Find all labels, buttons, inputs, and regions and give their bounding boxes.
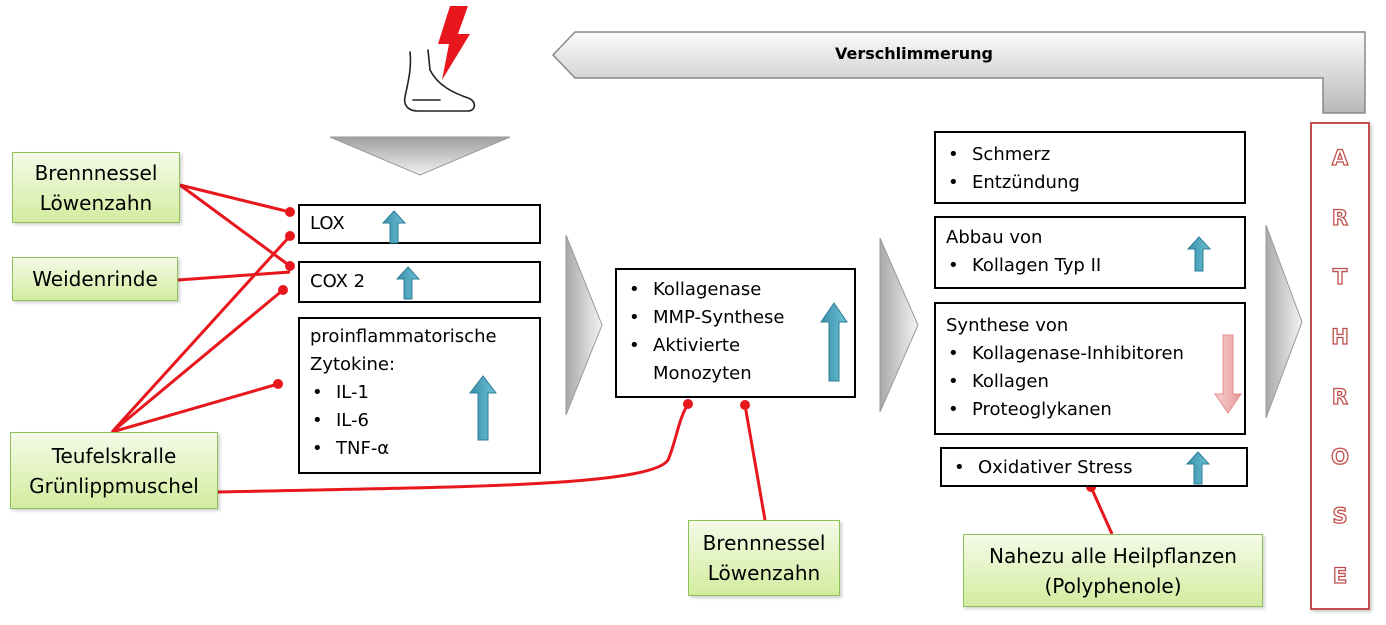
arthrose-letter: T: [1332, 265, 1348, 290]
cytokines-box: proinflammatorische Zytokine: IL-1 IL-6 …: [298, 317, 541, 474]
cytokines-title-1: proinflammatorische: [310, 326, 497, 347]
worsening-label: Verschlimmerung: [835, 44, 993, 63]
lox-label: LOX: [310, 213, 345, 234]
up-arrow-icon: [1187, 236, 1211, 272]
synthesis-box: Synthese von Kollagenase-Inhibitoren Kol…: [934, 302, 1246, 435]
list-item: Entzündung: [936, 169, 1244, 197]
synthesis-title: Synthese von: [946, 315, 1069, 336]
arthrose-letter: A: [1331, 145, 1349, 170]
down-arrow-icon: [1214, 334, 1242, 414]
list-item: Kollagen Typ II: [936, 252, 1244, 280]
up-arrow-icon: [820, 302, 848, 382]
plant-name: Brennnessel: [702, 531, 826, 555]
plant-name: Löwenzahn: [707, 561, 821, 585]
list-item-continuation: Monozyten: [653, 363, 752, 384]
symptoms-list: Schmerz Entzündung: [936, 141, 1244, 197]
list-item: Aktivierte: [617, 332, 854, 360]
plant-name: (Polyphenole): [1044, 573, 1182, 598]
connector-dots: [273, 207, 1096, 492]
plant-name: Weidenrinde: [32, 267, 158, 291]
plant-name: Nahezu alle Heilpflanzen: [989, 543, 1237, 568]
plant-box-brennnessel-top: Brennnessel Löwenzahn: [12, 152, 180, 223]
breakdown-list: Kollagen Typ II: [936, 252, 1244, 280]
cox2-label: COX 2: [310, 271, 366, 292]
list-item: Oxidativer Stress: [942, 454, 1246, 482]
up-arrow-icon: [1186, 451, 1210, 485]
arthrose-letter: H: [1331, 324, 1350, 350]
list-item: Kollagenase: [617, 276, 854, 304]
list-item: Schmerz: [936, 141, 1244, 169]
plant-box-teufelskralle: Teufelskralle Grünlippmuschel: [10, 432, 218, 509]
oxidative-list: Oxidativer Stress: [942, 454, 1246, 482]
plant-box-polyphenole: Nahezu alle Heilpflanzen (Polyphenole): [963, 534, 1263, 607]
symptoms-box: Schmerz Entzündung: [934, 131, 1246, 204]
cox2-box: COX 2: [298, 261, 541, 303]
foot-icon: [403, 49, 476, 112]
up-arrow-icon: [396, 266, 420, 300]
list-item: Kollagenase-Inhibitoren: [936, 340, 1244, 368]
arthrose-letter: S: [1332, 504, 1348, 529]
arthrose-letter: E: [1332, 563, 1348, 588]
right-chevron-3: [1265, 224, 1303, 419]
list-item: Kollagen: [936, 368, 1244, 396]
collagenase-box: Kollagenase MMP-Synthese Aktivierte Mono…: [615, 268, 856, 398]
right-chevron-1: [565, 234, 603, 416]
plant-name: Brennnessel: [34, 160, 158, 185]
plant-name: Teufelskralle: [51, 443, 177, 468]
breakdown-title: Abbau von: [946, 227, 1043, 248]
arthrose-letter: O: [1330, 444, 1349, 469]
breakdown-box: Abbau von Kollagen Typ II: [934, 216, 1246, 289]
lox-box: LOX: [298, 204, 541, 244]
arthrose-letter: R: [1331, 205, 1349, 230]
plant-name: Grünlippmuschel: [29, 473, 199, 498]
arthrose-letter: R: [1331, 384, 1349, 409]
right-chevron-2: [879, 237, 919, 413]
plant-box-weidenrinde: Weidenrinde: [12, 257, 178, 301]
list-item: Proteoglykanen: [936, 396, 1244, 424]
oxidative-box: Oxidativer Stress: [940, 447, 1248, 487]
list-item: IL-6: [300, 407, 539, 435]
down-chevron: [329, 136, 511, 176]
list-item: TNF-α: [300, 435, 539, 463]
list-item: IL-1: [300, 379, 539, 407]
cytokines-list: IL-1 IL-6 TNF-α: [300, 379, 539, 463]
plant-box-brennnessel-bottom: Brennnessel Löwenzahn: [688, 520, 840, 596]
arthrose-box: A R T H R O S E: [1310, 122, 1370, 610]
up-arrow-icon: [382, 210, 406, 244]
collagenase-list: Kollagenase MMP-Synthese Aktivierte Mono…: [617, 276, 854, 388]
lightning-icon: [438, 6, 470, 80]
worsening-arrow: [551, 31, 1366, 114]
up-arrow-icon: [469, 375, 497, 441]
plant-name: Löwenzahn: [39, 190, 153, 215]
list-item: MMP-Synthese: [617, 304, 854, 332]
synthesis-list: Kollagenase-Inhibitoren Kollagen Proteog…: [936, 340, 1244, 424]
cytokines-title-2: Zytokine:: [310, 354, 396, 375]
connector-lines: [110, 183, 1114, 535]
